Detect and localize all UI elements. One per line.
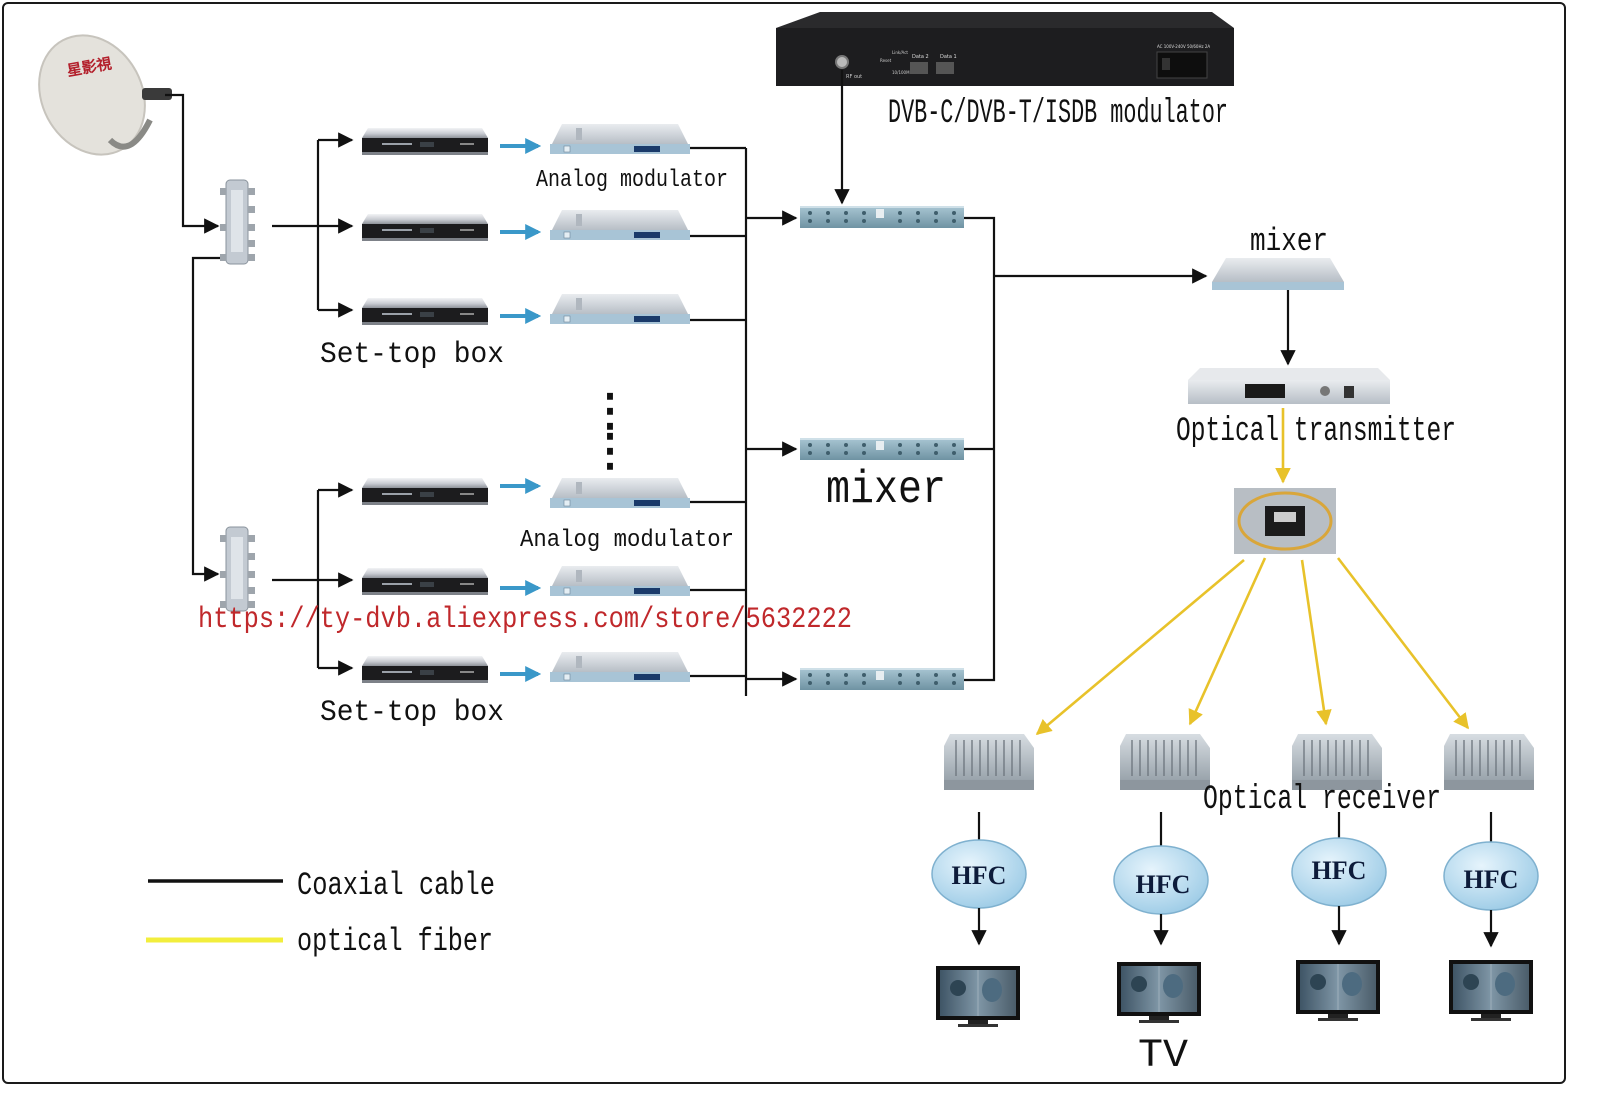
legend-fiber-label: optical fiber [297, 923, 493, 960]
splitter-top-icon [219, 179, 256, 265]
hfc-node-4: HFC [1443, 841, 1539, 911]
fiber-to-receiver-2 [1188, 557, 1267, 726]
tv-2-icon [1116, 961, 1202, 1024]
mixer-label-center: mixer [826, 464, 946, 516]
optical-receiver-1-icon [943, 733, 1035, 791]
optical-splitter-icon [1234, 488, 1336, 554]
analog-modulator-4-icon [549, 477, 691, 509]
hfc-label-1: HFC [952, 861, 1007, 890]
set-top-box-3-icon [362, 298, 488, 325]
final-mixer-icon [1212, 258, 1344, 290]
tv-label: TV [1138, 1034, 1188, 1079]
analog-modulator-2-icon [549, 209, 691, 241]
hfc-node-3: HFC [1291, 837, 1387, 907]
hfc-node-2: HFC [1113, 845, 1209, 915]
legend-coax-label: Coaxial cable [297, 867, 495, 904]
mixer-2-icon [800, 438, 964, 460]
fiber-to-receiver-3 [1300, 559, 1332, 726]
rf-out-label: RF out [846, 74, 862, 80]
satellite-dish-icon: 星影視 [38, 34, 172, 156]
reset-label: Reset [880, 58, 892, 63]
analog-modulator-3-icon [549, 293, 691, 325]
set-top-box-label-bottom: Set-top box [320, 696, 504, 730]
legend: Coaxial cable optical fiber [146, 867, 495, 960]
store-url-watermark[interactable]: https://ty-dvb.aliexpress.com/store/5632… [198, 603, 852, 637]
analog-modulator-1-icon [549, 123, 691, 155]
data2-port-icon [910, 62, 928, 74]
analog-modulator-label-top: Analog modulator [536, 167, 728, 194]
optical-receiver-4-icon [1443, 733, 1535, 791]
coax-dish-to-splitter [165, 93, 220, 234]
fiber-to-receiver-1 [1035, 559, 1245, 736]
power-rating-label: AC 100V-240V 50/60Hz 2A [1157, 44, 1210, 49]
link-act-label: Link/Act [892, 50, 908, 55]
rf-out-connector-icon [835, 55, 849, 69]
hfc-label-2: HFC [1136, 870, 1191, 899]
data1-label: Data 1 [940, 54, 957, 60]
coax-splitter-cascade [191, 256, 220, 582]
data1-port-icon [936, 62, 954, 74]
hfc-label-4: HFC [1464, 865, 1519, 894]
tv-1-icon [935, 965, 1021, 1028]
data2-label: Data 2 [912, 54, 929, 60]
dvb-modulator-device: RF out Reset Link/Act 10/100M Data 2 Dat… [776, 12, 1234, 86]
hfc-node-1: HFC [931, 839, 1027, 909]
power-switch-icon [1162, 58, 1170, 70]
set-top-box-1-icon [362, 128, 488, 155]
set-top-box-label-top: Set-top box [320, 338, 504, 372]
mixer-label-right: mixer [1250, 223, 1328, 260]
analog-modulator-5-icon [549, 565, 691, 597]
more-channels-ellipsis: ⋮ [588, 389, 632, 439]
more-channels-ellipsis-2: ⋮ [588, 429, 632, 479]
set-top-box-4-icon [362, 478, 488, 505]
optical-transmitter-icon [1188, 368, 1390, 404]
set-top-box-6-icon [362, 656, 488, 683]
splitter-bottom-icon [219, 526, 256, 612]
fiber-to-receiver-4 [1336, 557, 1470, 730]
mixer-3-icon [800, 668, 964, 690]
tv-3-icon [1295, 959, 1381, 1022]
set-top-box-5-icon [362, 568, 488, 595]
speed-label: 10/100M [892, 70, 910, 75]
dvb-modulator-label: DVB-C/DVB-T/ISDB modulator [888, 95, 1228, 133]
hfc-label-3: HFC [1312, 856, 1367, 885]
optical-transmitter-label: Optical transmitter [1176, 413, 1456, 451]
set-top-box-2-icon [362, 214, 488, 241]
analog-modulator-label-bottom: Analog modulator [520, 527, 734, 554]
optical-receiver-label: Optical receiver [1203, 781, 1441, 819]
tv-4-icon [1448, 959, 1534, 1022]
analog-modulator-6-icon [549, 651, 691, 683]
optical-receiver-2-icon [1119, 733, 1211, 791]
mixer-1-icon [800, 206, 964, 228]
